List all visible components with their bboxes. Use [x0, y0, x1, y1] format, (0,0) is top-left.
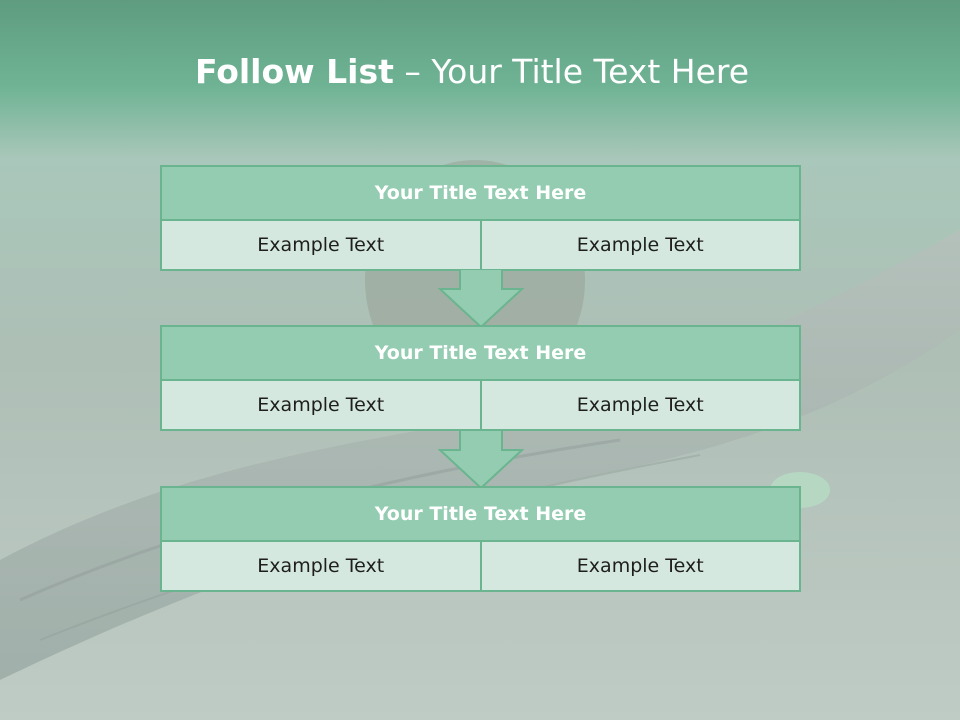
- step-2-row: Example Text Example Text: [160, 381, 801, 431]
- step-block-3: Your Title Text Here Example Text Exampl…: [160, 486, 801, 592]
- step-block-2: Your Title Text Here Example Text Exampl…: [160, 325, 801, 431]
- step-2-left-text: Example Text: [160, 381, 482, 431]
- step-3-left-text: Example Text: [160, 542, 482, 592]
- slide-title: Follow List – Your Title Text Here: [0, 52, 944, 91]
- step-1-row: Example Text Example Text: [160, 221, 801, 271]
- step-3-row: Example Text Example Text: [160, 542, 801, 592]
- title-bold: Follow List: [194, 52, 394, 91]
- step-3-right-text: Example Text: [479, 542, 801, 592]
- step-1-title: Your Title Text Here: [160, 165, 801, 221]
- down-arrow-1: [438, 269, 524, 329]
- step-1-left-text: Example Text: [160, 221, 482, 271]
- step-3-title: Your Title Text Here: [160, 486, 801, 542]
- step-block-1: Your Title Text Here Example Text Exampl…: [160, 165, 801, 271]
- step-2-title: Your Title Text Here: [160, 325, 801, 381]
- title-rest: – Your Title Text Here: [393, 52, 750, 91]
- step-2-right-text: Example Text: [479, 381, 801, 431]
- down-arrow-2: [438, 430, 524, 490]
- step-1-right-text: Example Text: [479, 221, 801, 271]
